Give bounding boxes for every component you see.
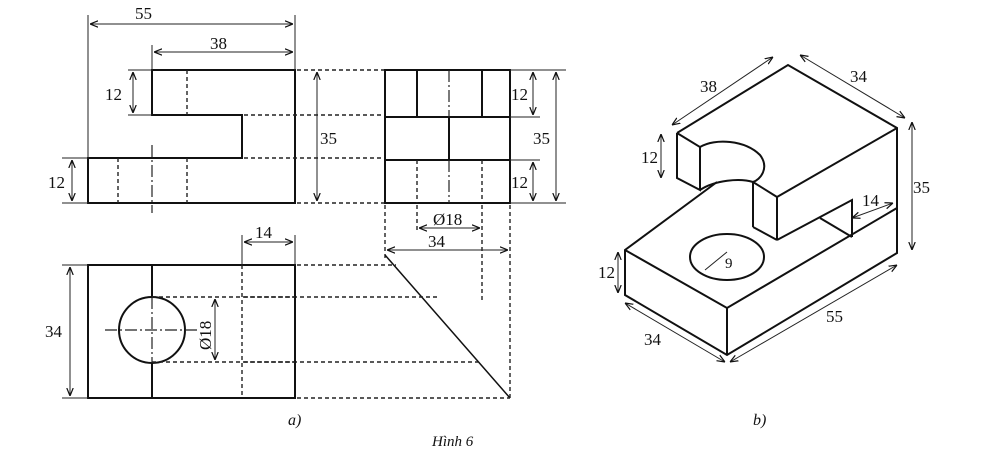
top-dim-34: 34 bbox=[45, 322, 63, 341]
iso-dim-r9: 9 bbox=[725, 256, 733, 272]
iso-dim-35: 35 bbox=[913, 178, 930, 197]
front-view: 55 38 12 12 35 bbox=[48, 4, 337, 213]
iso-dim-12-step: 12 bbox=[641, 148, 658, 167]
side-dim-dia18: Ø18 bbox=[433, 210, 462, 229]
top-view: 14 34 Ø18 bbox=[45, 223, 296, 399]
dim-12-top: 12 bbox=[105, 85, 122, 104]
side-dim-35: 35 bbox=[533, 129, 550, 148]
top-dim-14: 14 bbox=[255, 223, 273, 242]
dim-55: 55 bbox=[135, 4, 152, 23]
label-a: a) bbox=[288, 412, 301, 429]
iso-dim-34: 34 bbox=[644, 330, 662, 349]
label-b: b) bbox=[753, 412, 766, 429]
isometric-view: 38 34 12 35 14 9 12 34 55 bbox=[598, 55, 930, 362]
iso-dim-55: 55 bbox=[826, 307, 843, 326]
top-dim-dia18: Ø18 bbox=[196, 321, 215, 350]
side-view: 12 12 35 Ø18 34 bbox=[384, 69, 566, 251]
iso-dim-38: 38 bbox=[700, 77, 717, 96]
side-dim-12-bottom: 12 bbox=[511, 173, 528, 192]
dim-38: 38 bbox=[210, 34, 227, 53]
figure-title: Hình 6 bbox=[431, 434, 474, 450]
dim-12-bottom: 12 bbox=[48, 173, 65, 192]
iso-dim-12-base: 12 bbox=[598, 263, 615, 282]
iso-dim-34-top: 34 bbox=[850, 67, 868, 86]
dim-35: 35 bbox=[320, 129, 337, 148]
side-dim-34: 34 bbox=[428, 232, 446, 251]
side-dim-12-top: 12 bbox=[511, 85, 528, 104]
projection-lines bbox=[244, 69, 511, 399]
iso-dim-14: 14 bbox=[862, 191, 880, 210]
